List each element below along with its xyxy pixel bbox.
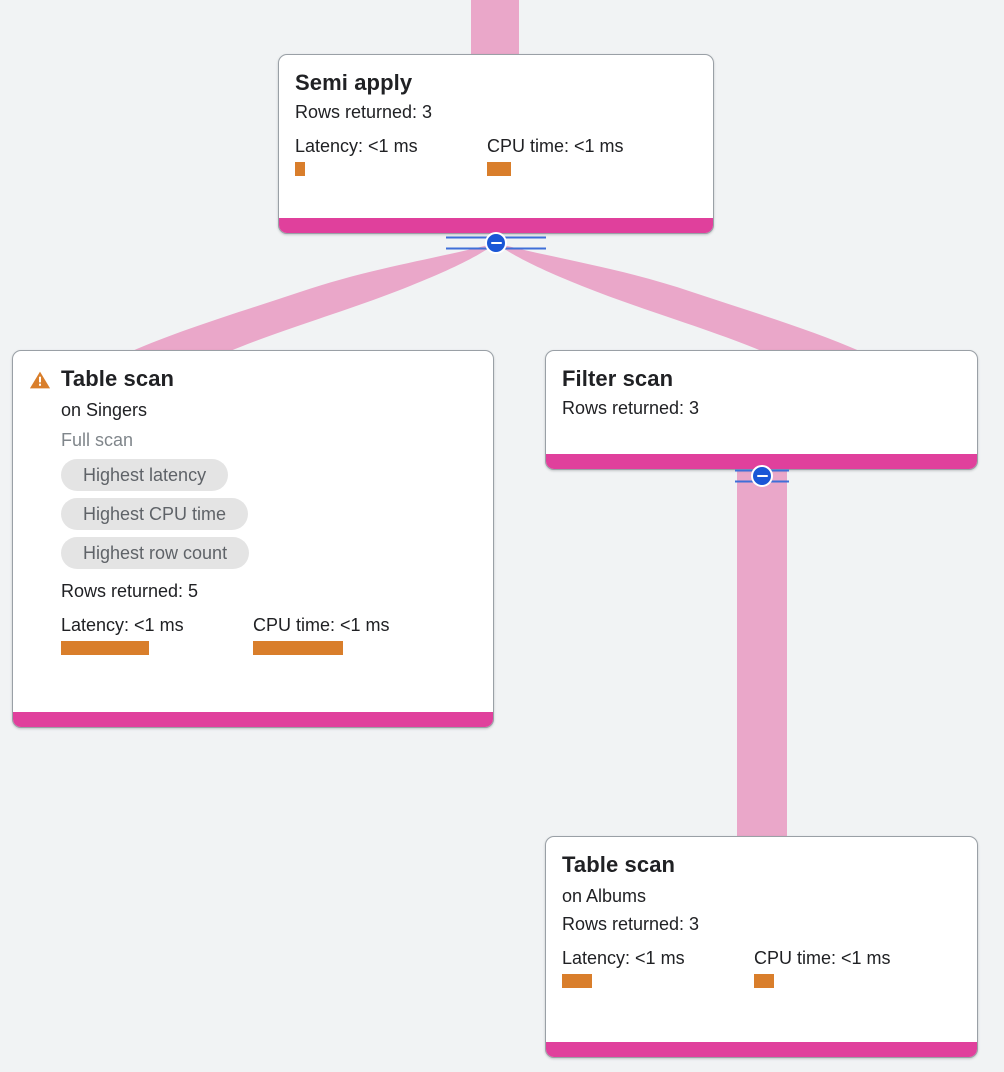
node-chip-list: Highest latency Highest CPU time Highest… — [61, 459, 477, 576]
node-scan-type: Full scan — [61, 430, 134, 450]
chip-highest-cpu-time[interactable]: Highest CPU time — [61, 498, 249, 530]
node-metrics: Latency: <1 ms CPU time: <1 ms — [295, 134, 697, 176]
node-title: Semi apply — [295, 70, 413, 95]
chip-highest-row-count[interactable]: Highest row count — [61, 537, 250, 569]
node-target: on Albums — [562, 886, 647, 906]
metric-cpu-time-bar — [487, 162, 511, 176]
plan-node-table-scan-singers[interactable]: Table scan on Singers Full scan Highest … — [12, 350, 494, 728]
metric-latency-label: Latency: <1 ms — [562, 948, 685, 968]
node-title: Filter scan — [562, 366, 674, 391]
metric-cpu-time: CPU time: <1 ms — [487, 134, 624, 176]
node-metrics: Latency: <1 ms CPU time: <1 ms — [562, 946, 961, 988]
edge-incoming-root — [471, 0, 519, 56]
metric-latency-label: Latency: <1 ms — [61, 615, 184, 635]
node-footer-bar — [546, 454, 977, 469]
node-title: Table scan — [61, 366, 175, 391]
plan-node-filter-scan[interactable]: Filter scan Rows returned: 3 — [545, 350, 978, 470]
chip-row: Highest CPU time — [61, 498, 477, 537]
chip-row: Highest latency — [61, 459, 477, 498]
node-target: on Singers — [61, 400, 148, 420]
node-rows-returned: Rows returned: 3 — [295, 102, 433, 122]
node-rows-returned: Rows returned: 5 — [61, 581, 199, 601]
chip-highest-latency[interactable]: Highest latency — [61, 459, 229, 491]
node-body: Table scan on Albums Rows returned: 3 La… — [546, 837, 977, 1042]
node-title: Table scan — [562, 852, 676, 877]
node-rows-returned: Rows returned: 3 — [562, 398, 700, 418]
metric-cpu-time: CPU time: <1 ms — [754, 946, 891, 988]
minus-circle-icon[interactable] — [485, 232, 507, 254]
metric-latency: Latency: <1 ms — [61, 613, 253, 655]
node-body: Semi apply Rows returned: 3 Latency: <1 … — [279, 55, 713, 218]
plan-node-table-scan-albums[interactable]: Table scan on Albums Rows returned: 3 La… — [545, 836, 978, 1058]
node-footer-bar — [546, 1042, 977, 1057]
edge-semi-apply-to-filter-scan — [496, 243, 862, 352]
node-header: Filter scan — [562, 365, 961, 393]
node-header: Table scan — [562, 851, 961, 879]
warning-triangle-icon — [29, 371, 51, 389]
edge-semi-apply-to-table-scan-singers — [130, 243, 496, 352]
metric-cpu-time-label: CPU time: <1 ms — [487, 136, 624, 156]
node-rows-returned: Rows returned: 3 — [562, 914, 700, 934]
metric-cpu-time-bar — [253, 641, 343, 655]
minus-circle-icon[interactable] — [751, 465, 773, 487]
metric-cpu-time: CPU time: <1 ms — [253, 613, 390, 655]
metric-cpu-time-label: CPU time: <1 ms — [754, 948, 891, 968]
metric-latency-bar — [295, 162, 305, 176]
edge-filter-scan-to-table-scan-albums — [737, 462, 787, 838]
node-metrics: Latency: <1 ms CPU time: <1 ms — [61, 613, 477, 655]
collapse-toggle-semi-apply[interactable] — [446, 231, 546, 255]
node-body: Table scan on Singers Full scan Highest … — [13, 351, 493, 712]
metric-latency-bar — [562, 974, 592, 988]
node-footer-bar — [13, 712, 493, 727]
chip-row: Highest row count — [61, 537, 477, 576]
metric-cpu-time-label: CPU time: <1 ms — [253, 615, 390, 635]
metric-latency-bar — [61, 641, 149, 655]
metric-latency: Latency: <1 ms — [295, 134, 487, 176]
metric-cpu-time-bar — [754, 974, 774, 988]
plan-node-semi-apply[interactable]: Semi apply Rows returned: 3 Latency: <1 … — [278, 54, 714, 234]
node-footer-bar — [279, 218, 713, 233]
collapse-toggle-filter-scan[interactable] — [735, 464, 789, 488]
metric-latency-label: Latency: <1 ms — [295, 136, 418, 156]
node-header: Table scan — [29, 365, 477, 393]
node-body: Filter scan Rows returned: 3 — [546, 351, 977, 454]
node-header: Semi apply — [295, 69, 697, 97]
metric-latency: Latency: <1 ms — [562, 946, 754, 988]
